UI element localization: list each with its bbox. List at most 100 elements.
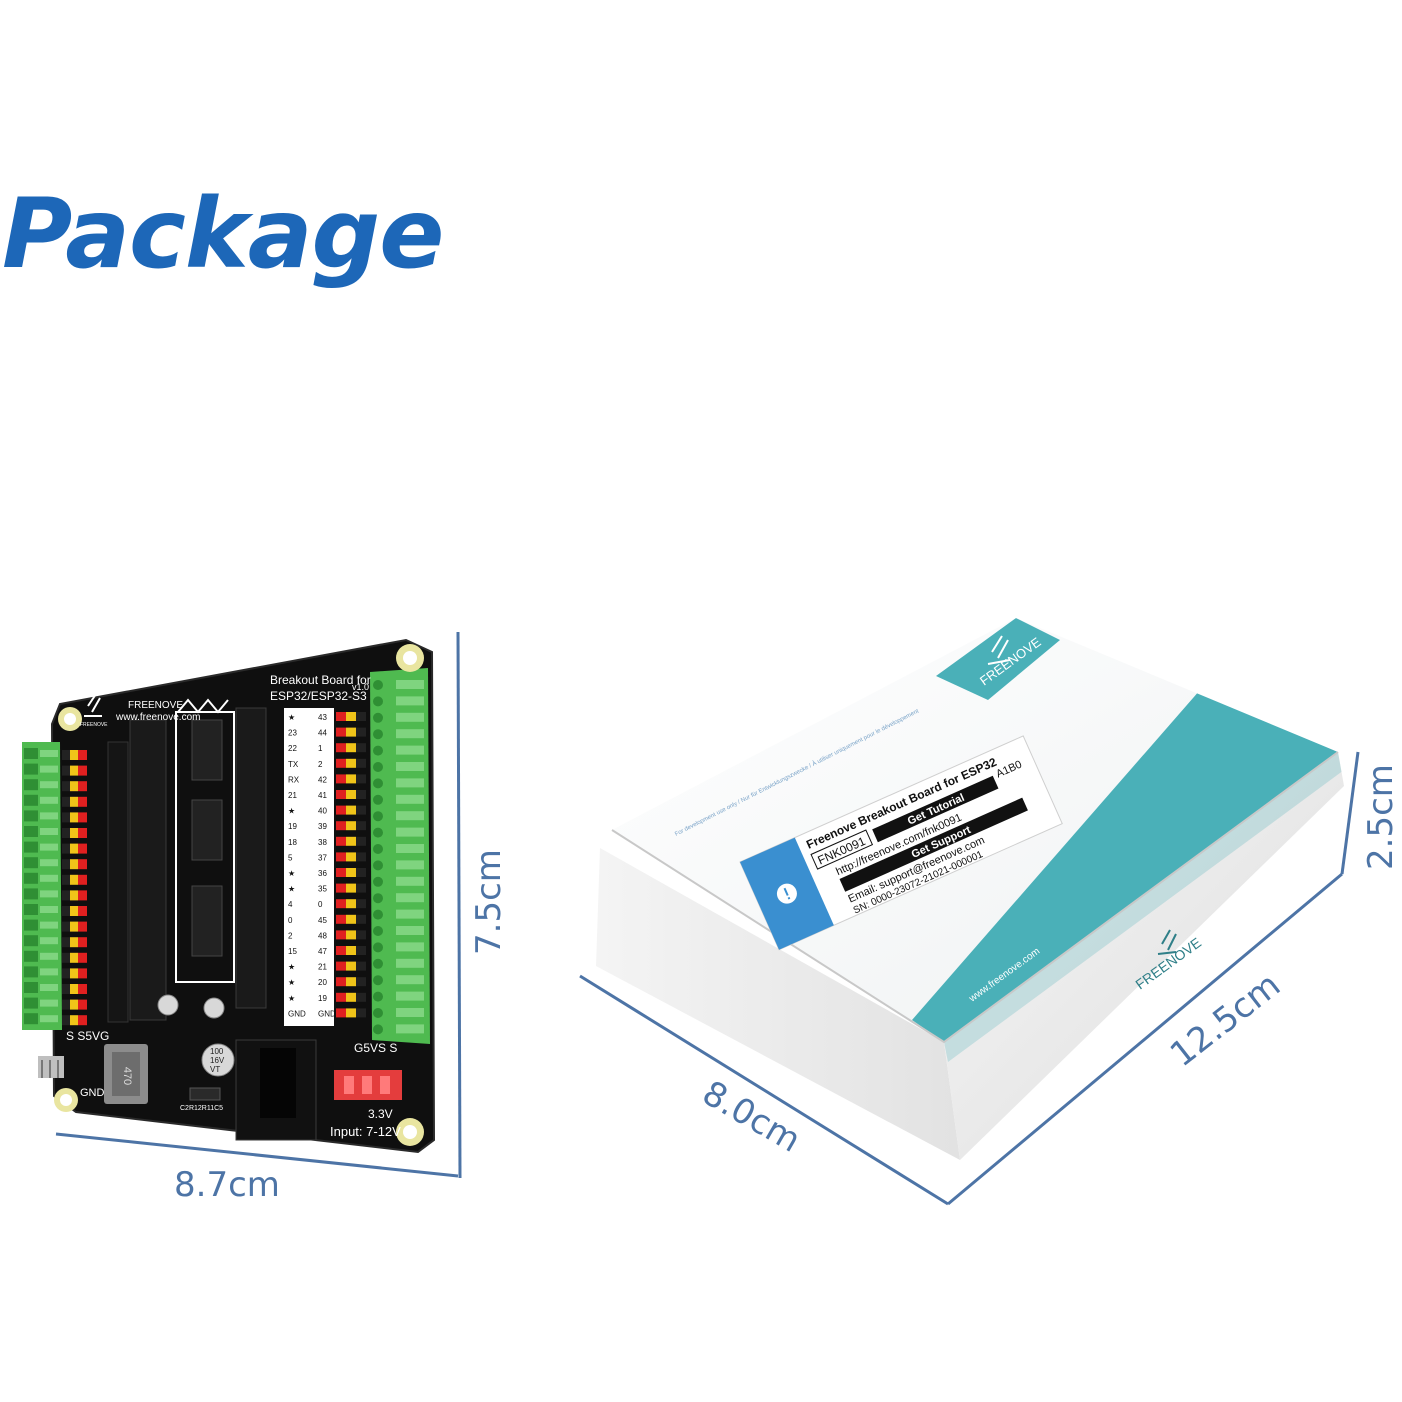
pin-label: 15 — [288, 947, 297, 956]
terminal-slot — [396, 909, 424, 919]
pin-yellow — [346, 790, 356, 799]
terminal-slot — [40, 796, 58, 804]
pin-red — [78, 906, 87, 916]
pin-red — [78, 921, 87, 932]
pin-yellow — [70, 796, 78, 807]
pin-label: RX — [288, 775, 300, 784]
terminal-screw — [24, 810, 38, 822]
pin-black — [62, 828, 70, 838]
pin-red — [336, 727, 346, 737]
terminal-slot — [396, 827, 424, 837]
pin-black — [62, 765, 70, 776]
pin-red — [78, 859, 87, 870]
pin-red — [78, 750, 87, 760]
pin-yellow — [70, 750, 78, 760]
pin-label: 0 — [288, 916, 293, 925]
pin-label-right: 19 — [318, 994, 327, 1003]
capacitor-label-2: 16V — [210, 1056, 225, 1065]
gnd-label: GND — [80, 1087, 105, 1099]
terminal-screw — [373, 811, 383, 822]
terminal-screw — [373, 729, 383, 740]
terminal-slot — [40, 890, 58, 898]
pin-yellow — [70, 1015, 78, 1026]
terminal-screw — [373, 762, 383, 772]
jumper-label: 3.3V — [368, 1107, 393, 1121]
board-brand-small: FREENOVE — [80, 722, 108, 728]
pin-red — [78, 937, 87, 948]
pin-yellow — [346, 743, 356, 753]
dc-jack — [235, 1039, 317, 1141]
pin-red — [336, 805, 346, 815]
terminal-screw — [373, 958, 383, 969]
pin-label: ★ — [288, 978, 295, 987]
capacitor-label-1: 100 — [210, 1047, 224, 1056]
pin-label-right: 38 — [318, 838, 327, 847]
pin-red — [336, 836, 346, 846]
pin-yellow — [70, 828, 78, 838]
pin-black — [62, 937, 70, 948]
terminal-screw — [24, 841, 38, 853]
pin-black — [356, 758, 366, 768]
pin-black — [356, 852, 366, 862]
capacitor-label-3: VT — [210, 1065, 220, 1074]
pin-label: 19 — [288, 822, 297, 831]
terminal-screw — [373, 991, 383, 1002]
terminal-screw — [24, 982, 38, 993]
terminal-slot — [396, 926, 424, 935]
pin-label-right: 35 — [318, 885, 327, 894]
pin-black — [356, 961, 366, 971]
terminal-screw — [373, 844, 383, 854]
left-header-label: S S5VG — [66, 1029, 109, 1043]
pin-red — [336, 774, 346, 784]
terminal-screw — [373, 942, 383, 953]
pin-red — [336, 712, 346, 721]
pin-black — [62, 952, 70, 963]
terminal-screw — [24, 826, 38, 837]
capacitor: 100 16V VT — [201, 1043, 235, 1077]
terminal-slot — [396, 1024, 424, 1034]
terminal-slot — [396, 876, 424, 886]
pin-black — [356, 899, 366, 909]
pin-black — [356, 790, 366, 799]
terminal-screw — [373, 860, 383, 871]
pin-yellow — [70, 921, 78, 932]
terminal-slot — [396, 844, 424, 853]
pin-red — [336, 977, 346, 987]
terminal-slot — [40, 984, 58, 991]
terminal-slot — [396, 942, 424, 952]
terminal-screw — [24, 950, 38, 962]
terminal-screw — [24, 935, 38, 947]
terminal-slot — [396, 991, 424, 1001]
page-title: Package — [2, 178, 444, 290]
terminal-slot — [40, 906, 58, 913]
terminal-slot — [40, 937, 58, 945]
pin-label-right: 0 — [318, 900, 323, 909]
esp32-socket — [107, 698, 267, 1023]
pin-yellow — [70, 984, 78, 994]
pin-label: TX — [288, 760, 299, 769]
component-label: C2R12R11C5 — [180, 1105, 223, 1112]
pin-label-right: 2 — [318, 760, 323, 769]
pin-black — [356, 977, 366, 987]
pin-black — [62, 859, 70, 870]
pin-red — [336, 961, 346, 971]
pin-yellow — [346, 868, 356, 877]
pin-label-right: 47 — [318, 947, 327, 956]
pin-yellow — [346, 836, 356, 846]
left-terminal-block — [22, 742, 62, 1030]
pin-yellow — [346, 946, 356, 955]
inductor: 470 — [104, 1044, 148, 1104]
terminal-screw — [24, 779, 38, 791]
pin-label-right: 1 — [318, 744, 323, 753]
terminal-slot — [40, 828, 58, 835]
right-pin-header — [336, 712, 366, 1018]
terminal-slot — [396, 680, 424, 689]
terminal-slot — [40, 750, 58, 757]
pin-label-right: 41 — [318, 791, 327, 800]
terminal-slot — [396, 958, 424, 968]
pin-red — [78, 952, 87, 963]
pin-yellow — [346, 961, 356, 971]
pin-yellow — [70, 937, 78, 948]
terminal-screw — [373, 778, 383, 789]
pin-black — [356, 836, 366, 846]
